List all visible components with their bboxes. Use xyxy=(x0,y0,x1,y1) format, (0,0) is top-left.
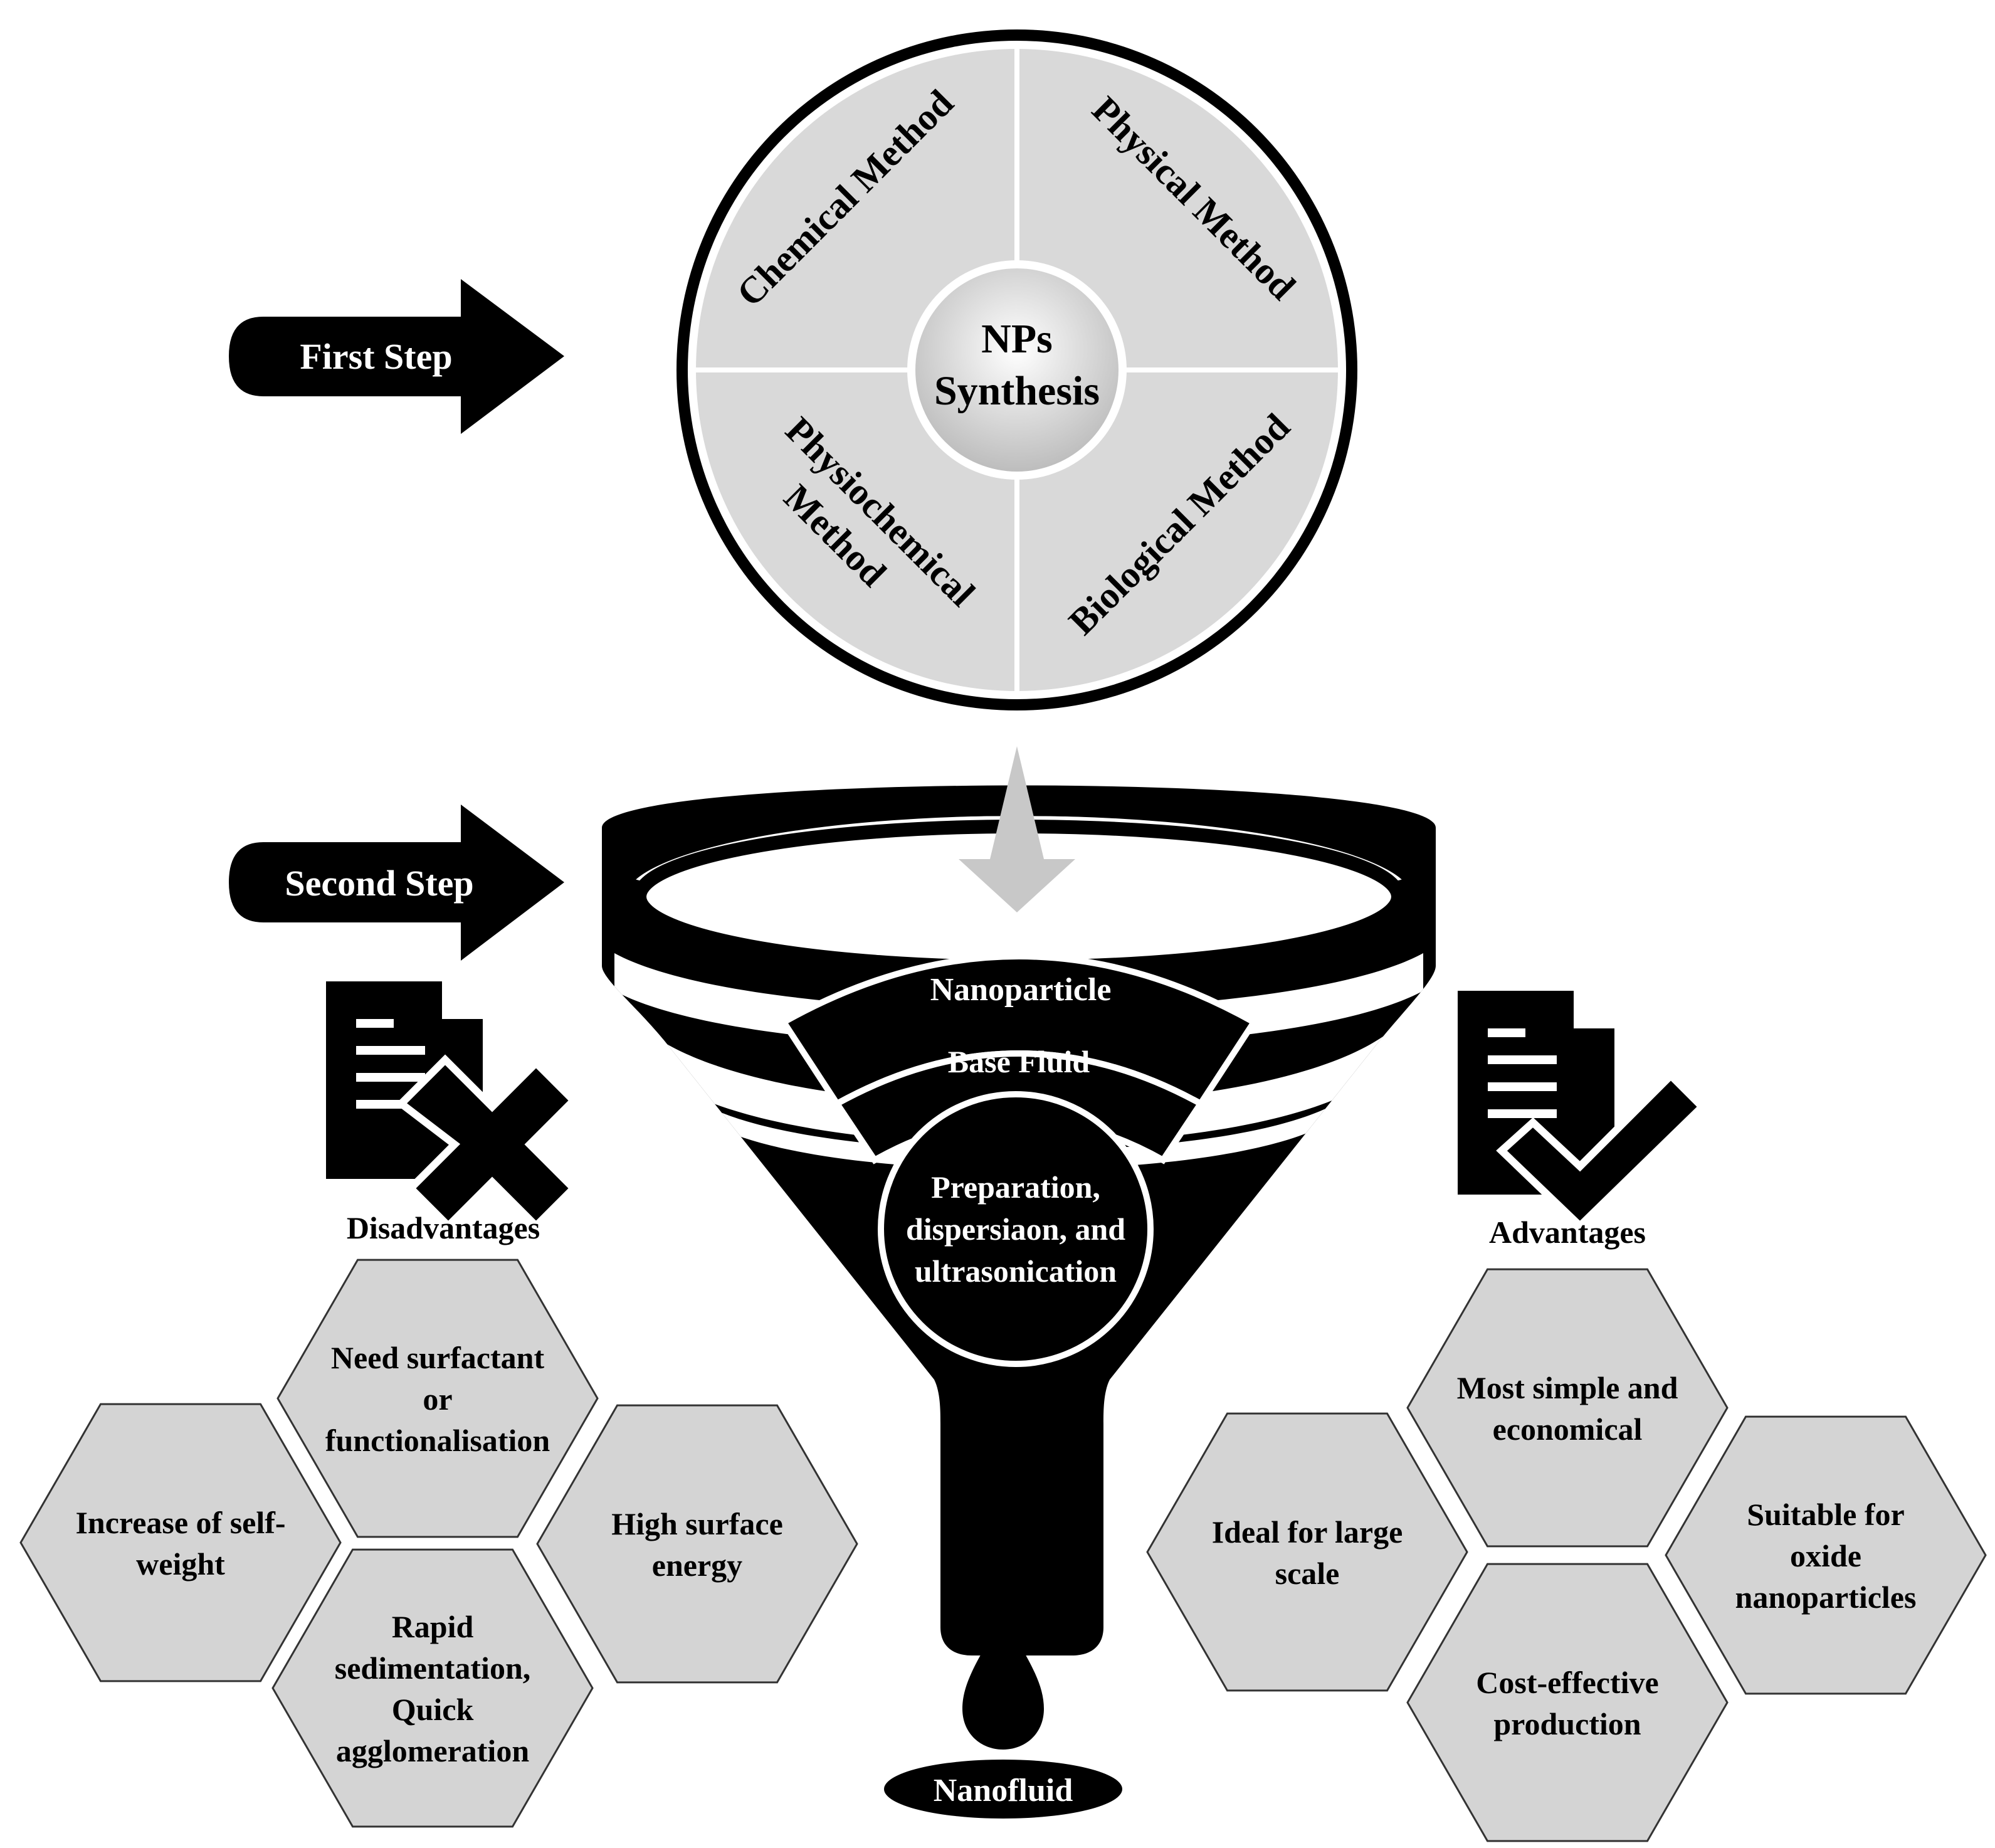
advantage-hexagon xyxy=(1146,1412,1468,1692)
advantage-item: Most simple and economical xyxy=(1406,1268,1729,1548)
second-step-label: Second Step xyxy=(285,863,473,904)
first-step-arrow: First Step xyxy=(229,279,564,434)
nanoparticle-label: Nanoparticle xyxy=(930,972,1112,1008)
disadvantage-hexagon xyxy=(19,1403,342,1682)
synthesis-wheel: NPs Synthesis Chemical Method Physical M… xyxy=(676,29,1357,710)
disadvantage-text: Increase of self- xyxy=(75,1505,285,1540)
preparation-line1: Preparation, xyxy=(931,1170,1100,1205)
second-step-arrow: Second Step xyxy=(229,805,564,961)
advantage-hexagon xyxy=(1665,1415,1987,1695)
disadvantage-text: Rapid xyxy=(392,1609,474,1644)
preparation-circle xyxy=(878,1091,1154,1367)
synthesis-center-line2: Synthesis xyxy=(934,368,1100,414)
document-cross-icon xyxy=(326,981,579,1232)
synthesis-center-line1: NPs xyxy=(981,316,1053,362)
preparation-line2: dispersiaon, and xyxy=(906,1212,1125,1247)
advantage-text: Suitable for xyxy=(1747,1497,1904,1532)
advantage-item: Suitable for oxide nanoparticles xyxy=(1665,1415,1987,1695)
disadvantage-text: or xyxy=(423,1381,452,1417)
disadvantage-text: agglomeration xyxy=(336,1733,529,1768)
advantage-text: Cost-effective xyxy=(1476,1665,1658,1700)
disadvantage-text: energy xyxy=(652,1548,742,1583)
funnel-layers: Nanoparticle Base Fluid Preparation, dis… xyxy=(779,953,1259,1367)
disadvantage-hexagon xyxy=(276,1259,599,1538)
document-check-icon xyxy=(1458,991,1708,1232)
advantage-hexagon xyxy=(1406,1563,1729,1842)
disadvantage-text: sedimentation, xyxy=(335,1650,531,1686)
disadvantage-hexagon xyxy=(536,1404,858,1684)
advantage-item: Ideal for large scale xyxy=(1146,1412,1468,1692)
disadvantage-text: weight xyxy=(136,1546,225,1581)
advantage-text: oxide xyxy=(1790,1538,1861,1573)
disadvantage-text: Need surfactant xyxy=(331,1340,545,1375)
disadvantage-item: Increase of self-weight xyxy=(19,1403,342,1682)
advantage-item: Cost-effective production xyxy=(1406,1563,1729,1842)
droplet-icon xyxy=(962,1615,1044,1750)
advantage-text: Ideal for large xyxy=(1212,1514,1403,1550)
advantage-text: production xyxy=(1493,1706,1641,1741)
down-arrow xyxy=(959,746,1075,912)
advantage-text: Most simple and xyxy=(1457,1370,1678,1405)
disadvantages-list: Need surfactantorfunctionalisationIncrea… xyxy=(19,1259,858,1828)
disadvantage-text: High surface xyxy=(611,1506,783,1541)
advantage-text: economical xyxy=(1493,1412,1643,1447)
disadvantage-item: Rapid sedimentation, Quick agglomeration xyxy=(271,1548,594,1828)
disadvantage-item: High surface energy xyxy=(536,1404,858,1684)
advantage-text: scale xyxy=(1275,1556,1340,1591)
advantages-title: Advantages xyxy=(1489,1215,1646,1250)
preparation-line3: ultrasonication xyxy=(915,1254,1117,1289)
advantage-text: nanoparticles xyxy=(1735,1580,1917,1615)
disadvantage-hexagon xyxy=(271,1548,594,1828)
disadvantage-text: functionalisation xyxy=(325,1423,550,1458)
disadvantage-text: Quick xyxy=(392,1692,474,1727)
disadvantage-item: Need surfactant or functionalisation xyxy=(276,1259,599,1538)
first-step-label: First Step xyxy=(300,336,452,377)
disadvantages-title: Disadvantages xyxy=(347,1210,540,1245)
base-fluid-label: Base Fluid xyxy=(948,1044,1090,1079)
nanofluid-label: Nanofluid xyxy=(934,1773,1073,1808)
advantage-hexagon xyxy=(1406,1268,1729,1548)
nanofluid-output: Nanofluid xyxy=(884,1760,1122,1819)
